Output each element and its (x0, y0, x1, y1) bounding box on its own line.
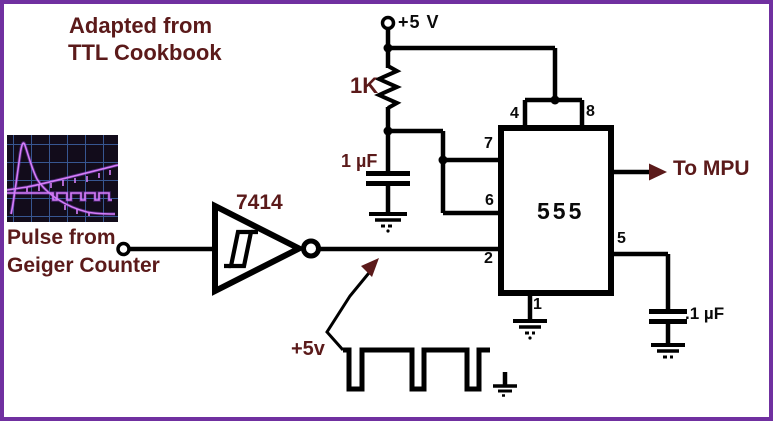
wires (130, 28, 671, 385)
supply-terminal-circle (380, 15, 396, 31)
pin-label-2: 2 (484, 250, 493, 267)
ground-symbol-timing-cap (369, 212, 407, 233)
inverter-output-bubble (301, 238, 321, 259)
pin-label-6: 6 (485, 192, 494, 209)
scope-traces (6, 142, 119, 216)
input-caption-line1: Pulse from (7, 226, 116, 249)
bypass-capacitor-label: .1 µF (685, 304, 725, 323)
hysteresis-icon (224, 229, 258, 269)
ground-symbol-bypass-cap (651, 343, 685, 359)
pin-label-1: 1 (533, 296, 542, 313)
timer-ic-label: 555 (537, 198, 585, 224)
output-label: To MPU (673, 157, 750, 180)
input-caption-line2: Geiger Counter (7, 254, 160, 277)
to-mpu-arrowhead-icon (649, 163, 667, 181)
title-line1: Adapted from (69, 13, 212, 38)
pin-label-8: 8 (586, 103, 595, 120)
pulse-level-label: +5v (291, 338, 325, 360)
annotation-arrowhead-icon (361, 258, 379, 277)
timing-capacitor-label: 1 µF (341, 151, 378, 171)
inverter-label: 7414 (236, 191, 283, 214)
resistor-symbol (374, 64, 402, 110)
resistor-label: 1K (350, 73, 379, 98)
oscilloscope-traces-image (6, 135, 119, 222)
schmitt-inverter-symbol (212, 201, 321, 296)
input-terminal-circle (116, 241, 131, 257)
ground-symbol-waveform (493, 384, 517, 397)
waveform-annotation-arrow (325, 258, 379, 351)
oscilloscope-photo (6, 135, 119, 222)
pulse-train-waveform (343, 347, 490, 392)
timing-capacitor-symbol (366, 171, 410, 186)
pin-label-5: 5 (617, 230, 626, 247)
title-line2: TTL Cookbook (68, 40, 222, 65)
ground-symbol-pin1 (513, 319, 547, 340)
timer-ic-body (498, 125, 614, 296)
supply-label: +5 V (398, 12, 440, 32)
pin-label-4: 4 (510, 105, 519, 122)
pin-label-7: 7 (484, 135, 493, 152)
junction-dots (383, 43, 560, 165)
bypass-capacitor-symbol (649, 309, 687, 324)
